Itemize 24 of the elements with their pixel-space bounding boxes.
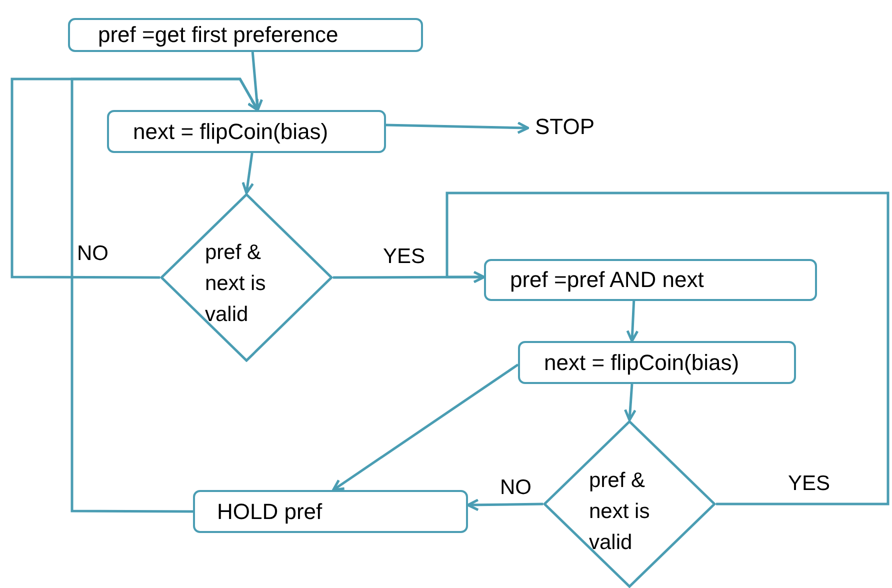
decision-text: pref & next is valid bbox=[205, 240, 267, 328]
arrow bbox=[386, 122, 530, 134]
process-text: pref =get first preference bbox=[98, 22, 338, 48]
process-text: next = flipCoin(bias) bbox=[544, 350, 740, 376]
arrow bbox=[332, 364, 519, 492]
process-text: pref =pref AND next bbox=[510, 267, 704, 293]
arrow bbox=[466, 498, 544, 512]
arrow bbox=[242, 152, 254, 194]
process-box bbox=[518, 341, 796, 384]
decision-text: pref & next is valid bbox=[589, 468, 651, 556]
process-box bbox=[107, 110, 386, 153]
decision-diamond bbox=[543, 420, 716, 588]
process-box bbox=[484, 259, 817, 301]
arrow bbox=[446, 192, 890, 506]
process-box bbox=[68, 18, 423, 52]
arrow bbox=[70, 78, 259, 513]
process-text: HOLD pref bbox=[217, 498, 322, 524]
process-box bbox=[193, 490, 468, 533]
arrow bbox=[626, 300, 639, 342]
arrow bbox=[624, 384, 636, 422]
process-text: next = flipCoin(bias) bbox=[133, 118, 328, 144]
decision-diamond bbox=[160, 193, 333, 362]
arrow bbox=[250, 52, 264, 112]
terminal-text: STOP bbox=[535, 114, 595, 140]
